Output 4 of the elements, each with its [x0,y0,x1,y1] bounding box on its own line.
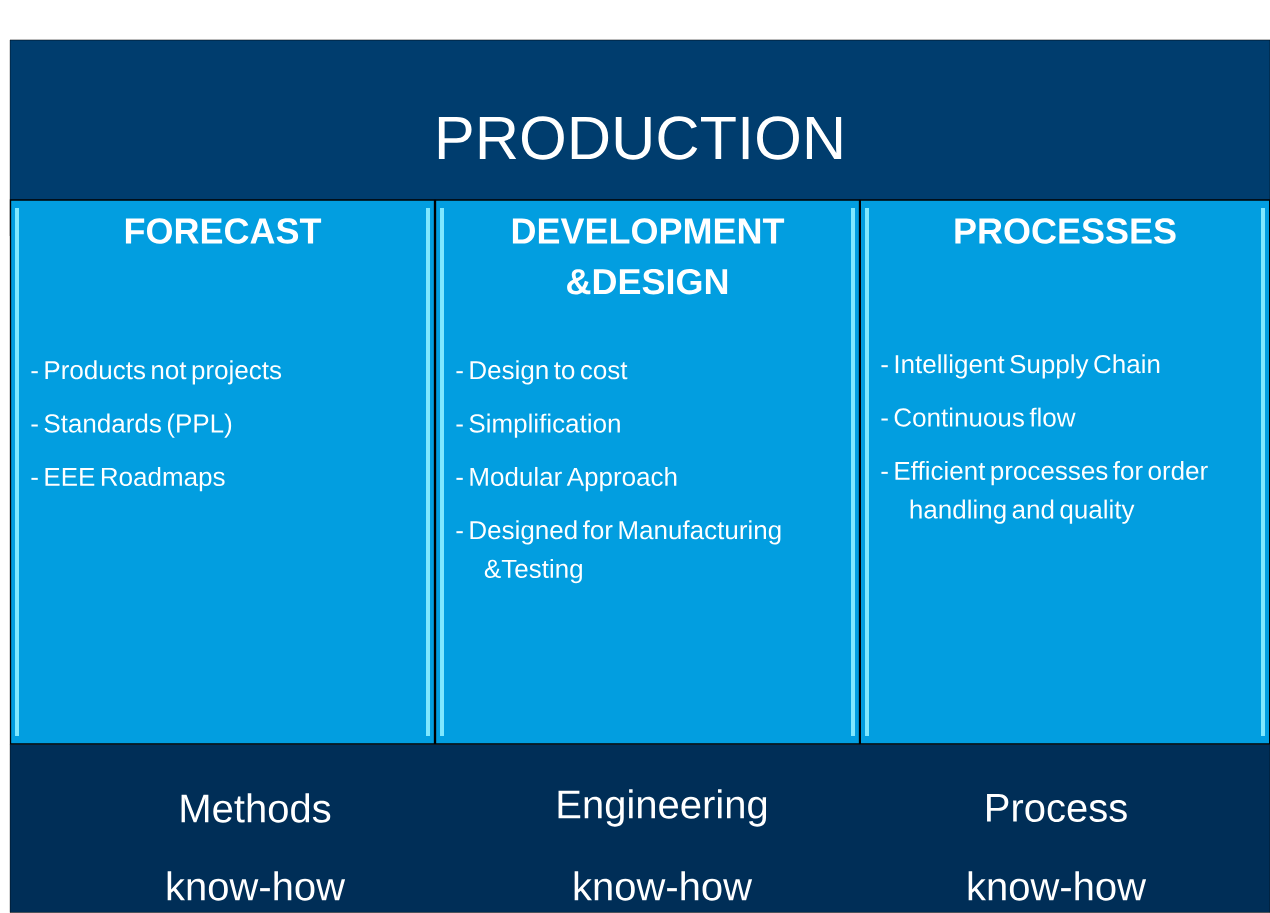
column-box: FORECAST - Products not projects - Standards (PPL) - EEE Roadmaps [9,199,436,745]
column-box: PROCESSES - Intelligent Supply Chain - Continuous flow - Efficient processes for order handling and quality [859,199,1270,745]
footer-band: Methods know-how Engineering know-how Process know-how [9,744,1270,913]
column-box: DEVELOPMENT &DESIGN - Design to cost - Simplification - Modular Approach - Designed for Manufacturing &Testing [434,199,861,745]
